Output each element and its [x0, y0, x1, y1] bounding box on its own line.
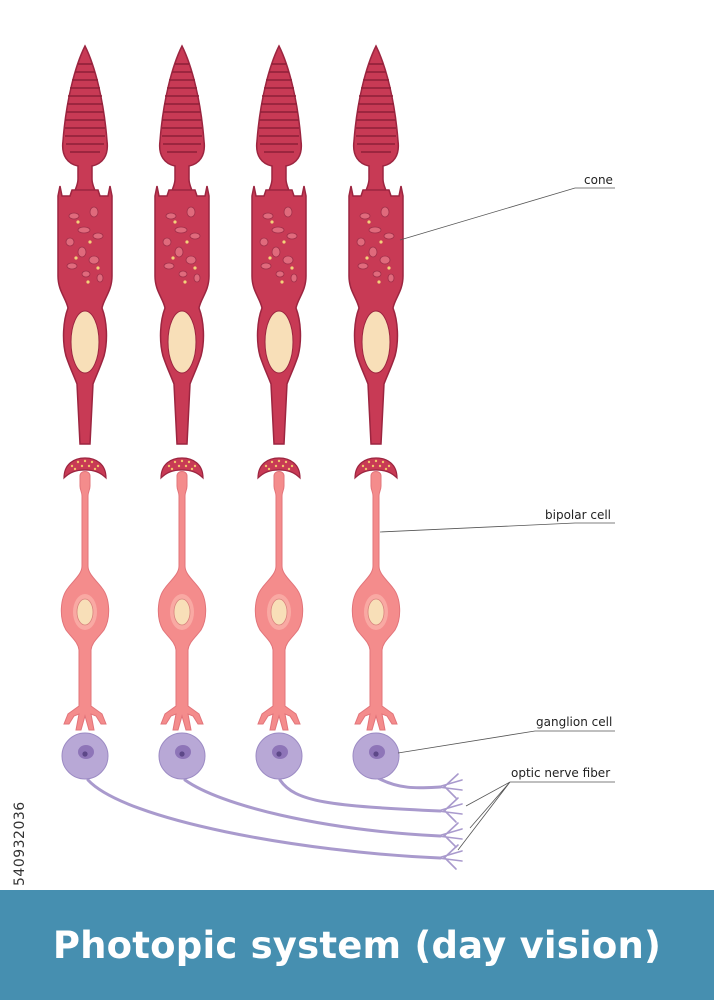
ganglion-cell-2 — [158, 732, 206, 780]
title-banner: Photopic system (day vision) — [0, 890, 714, 1000]
banner-title: Photopic system (day vision) — [52, 923, 662, 967]
cone-cell-2 — [154, 45, 210, 479]
ganglion-cell-3 — [255, 732, 303, 780]
bipolar-cell-2 — [157, 471, 207, 731]
photopic-diagram: cone bipolar cell ganglion cell optic ne… — [57, 45, 615, 870]
bipolar-cell-label: bipolar cell — [545, 508, 611, 522]
cone-leader-line — [399, 187, 615, 241]
bipolar-cell-1 — [60, 471, 110, 731]
ganglion-leader-line — [397, 730, 615, 754]
optic-nerve-fiber-label: optic nerve fiber — [511, 766, 610, 780]
bipolar-cell-4 — [351, 471, 401, 731]
cone-label: cone — [584, 173, 613, 187]
cone-cell-4 — [348, 45, 404, 479]
fiber-terminals — [437, 773, 463, 870]
optic-nerve-leader-line — [457, 781, 615, 851]
cone-cell-1 — [57, 45, 113, 479]
bipolar-cell-3 — [254, 471, 304, 731]
optic-nerve-fibers — [86, 776, 442, 860]
bipolar-leader-line — [379, 522, 615, 533]
ganglion-cell-4 — [352, 732, 400, 780]
stock-id: 540932036 — [12, 801, 28, 886]
ganglion-cell-label: ganglion cell — [536, 715, 612, 729]
cone-cell-3 — [251, 45, 307, 479]
ganglion-cell-1 — [61, 732, 109, 780]
